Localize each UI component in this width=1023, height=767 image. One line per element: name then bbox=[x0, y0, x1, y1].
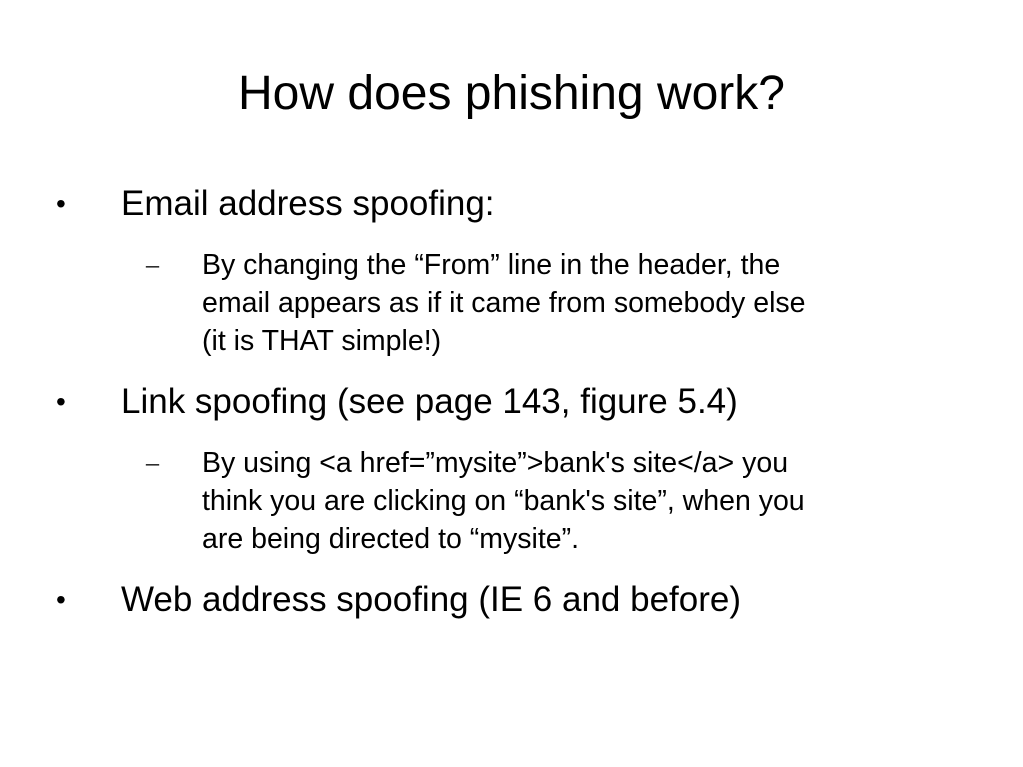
dash-icon: – bbox=[146, 448, 159, 477]
slide-title: How does phishing work? bbox=[238, 67, 785, 120]
sub-item-text: By changing the “From” line in the heade… bbox=[202, 246, 1002, 360]
bullet-dot-icon: • bbox=[56, 188, 66, 219]
bullet-dot-icon: • bbox=[56, 386, 66, 417]
sub-item-line: think you are clicking on “bank's site”,… bbox=[202, 485, 805, 517]
bullet-text: Email address spoofing: bbox=[121, 184, 495, 223]
dash-icon: – bbox=[146, 250, 159, 279]
bullet-text: Link spoofing (see page 143, figure 5.4) bbox=[121, 382, 738, 421]
bullet-dot-icon: • bbox=[56, 584, 66, 615]
sub-item-line: By using <a href=”mysite”>bank's site</a… bbox=[202, 447, 789, 479]
sub-item-line: email appears as if it came from somebod… bbox=[202, 287, 806, 319]
sub-item-line: are being directed to “mysite”. bbox=[202, 523, 579, 555]
sub-item-line: By changing the “From” line in the heade… bbox=[202, 249, 781, 281]
sub-item-text: By using <a href=”mysite”>bank's site</a… bbox=[202, 444, 1002, 558]
bullet-text: Web address spoofing (IE 6 and before) bbox=[121, 580, 742, 619]
sub-item-line: (it is THAT simple!) bbox=[202, 325, 442, 357]
